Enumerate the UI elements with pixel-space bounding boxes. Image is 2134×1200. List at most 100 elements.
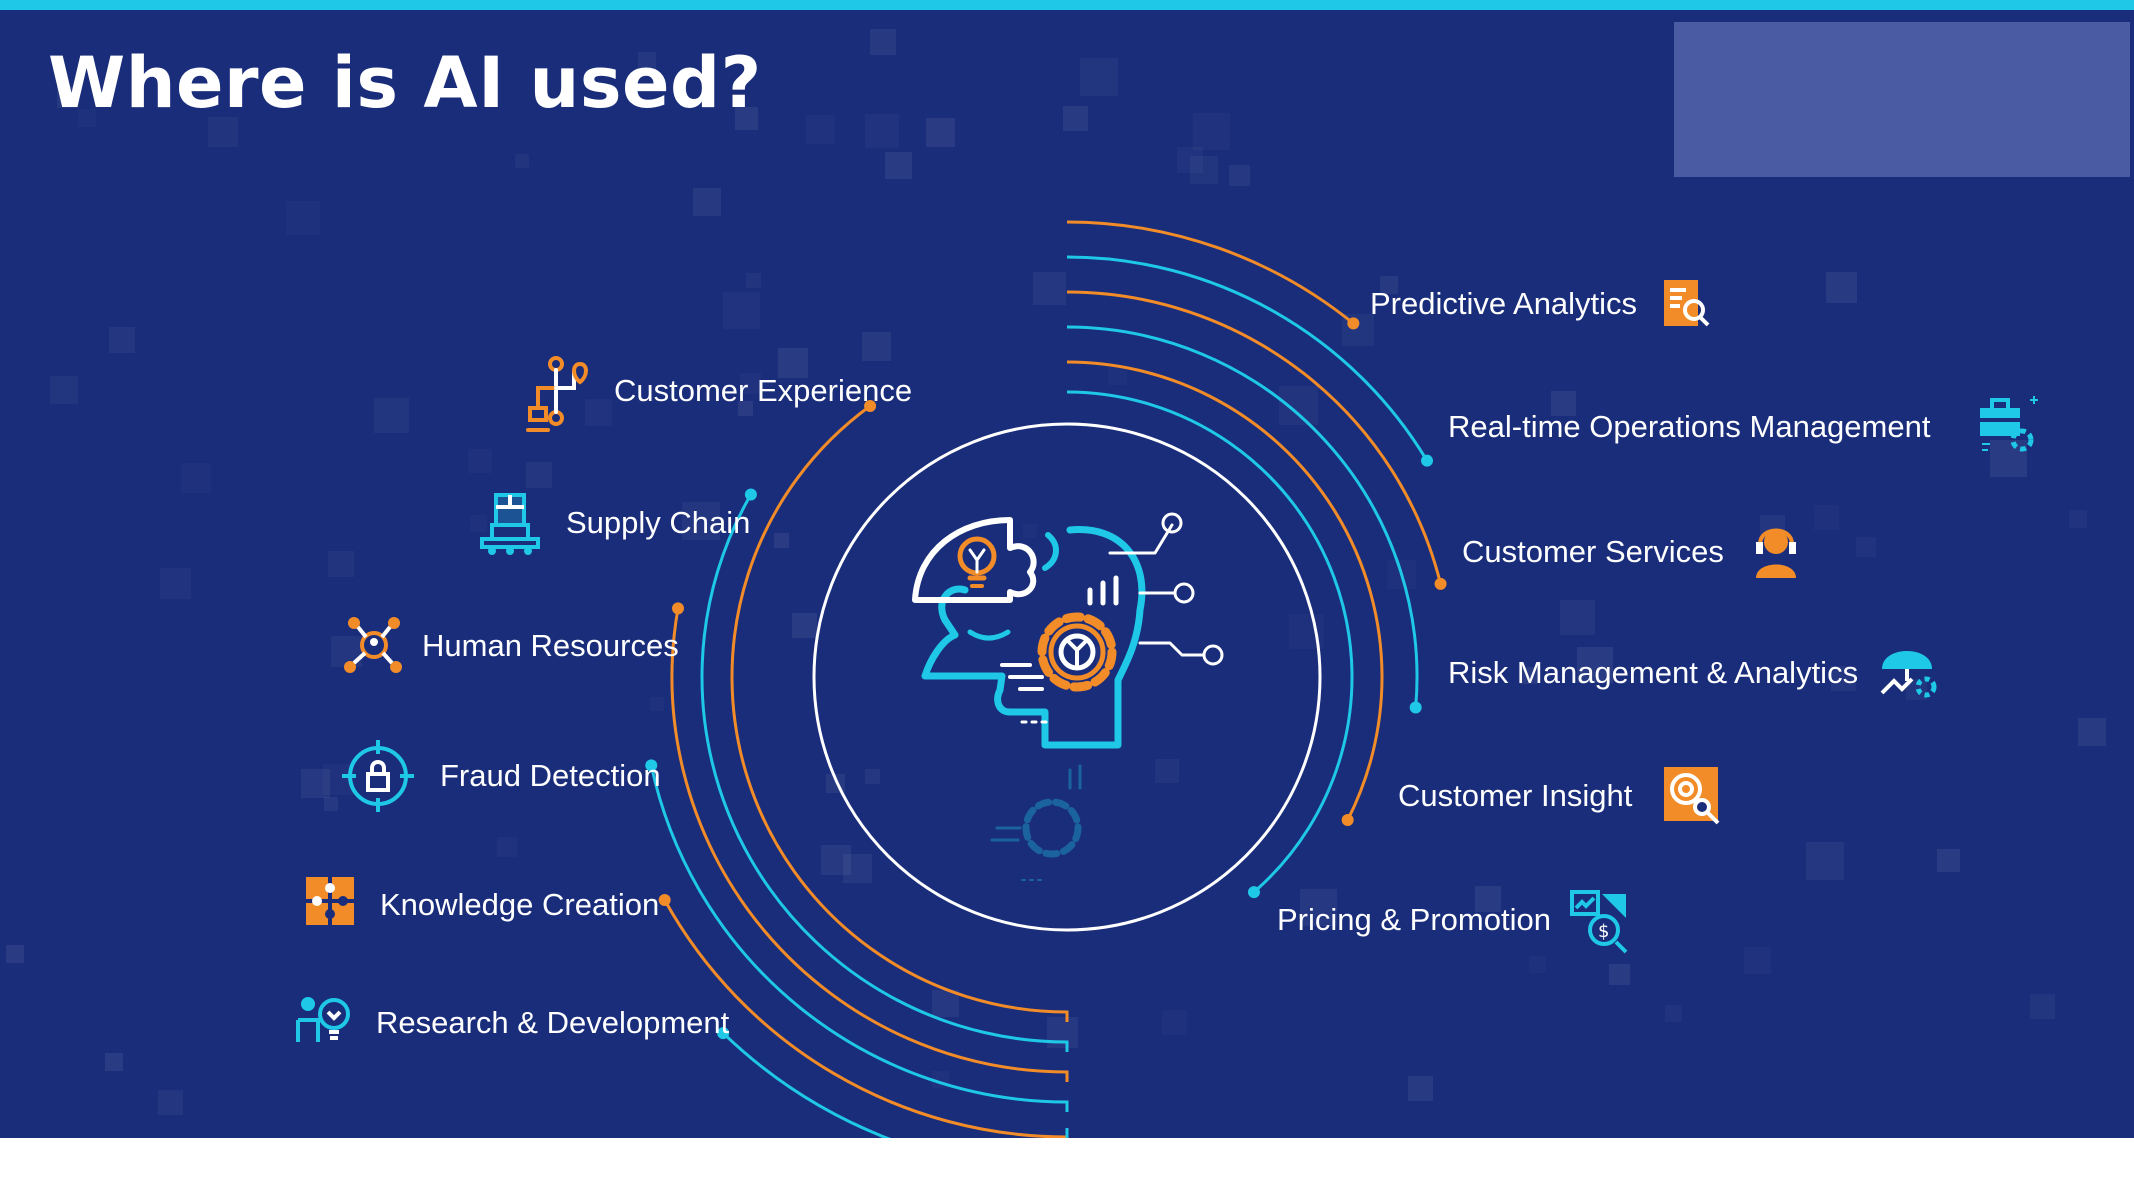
image-placeholder <box>1674 22 2130 177</box>
label-predictive-analytics: Predictive Analytics <box>1370 286 1638 321</box>
background-tile <box>2030 994 2055 1019</box>
background-tile <box>1551 391 1576 416</box>
background-tile <box>374 398 409 433</box>
arc-left-4-endpoint <box>645 759 658 772</box>
workflow-icon <box>526 356 588 432</box>
arc-left-2-endpoint <box>744 488 757 501</box>
background-tile <box>1063 106 1088 131</box>
background-tile <box>778 348 808 378</box>
background-tile <box>821 845 851 875</box>
background-tile <box>1300 889 1337 926</box>
arc-left-6-endpoint <box>717 1027 730 1040</box>
connector-arcs <box>645 220 1447 1138</box>
background-tile <box>1990 440 2027 477</box>
umbrella-gear-icon <box>1880 651 1937 698</box>
background-tile <box>792 613 817 638</box>
ai-head-puzzle-gear-icon <box>912 512 1224 881</box>
background-tile <box>158 1090 183 1115</box>
puzzle-icon <box>306 877 354 925</box>
arc-left-2 <box>700 493 1069 1052</box>
background-tile <box>638 52 656 70</box>
arc-right-5 <box>1066 360 1384 821</box>
label-customer-insight: Customer Insight <box>1398 778 1633 813</box>
arc-right-2 <box>1066 255 1429 462</box>
arc-left-5 <box>663 899 1069 1138</box>
background-tile <box>932 990 959 1017</box>
arc-left-1-endpoint <box>864 399 877 412</box>
svg-text:$: $ <box>1598 921 1609 942</box>
center-circle <box>812 422 1322 932</box>
conveyor-box-icon <box>480 493 540 555</box>
arc-right-3-endpoint <box>1434 577 1447 590</box>
background-tile <box>1520 667 1537 684</box>
slide-canvas: Where is AI used? <box>0 0 2134 1138</box>
background-tile <box>1937 849 1960 872</box>
label-research-development: Research & Development <box>376 1005 730 1040</box>
background-tile <box>301 769 330 798</box>
briefcase-gear-icon <box>1980 396 2038 452</box>
background-tile <box>693 188 721 216</box>
target-person-icon <box>1664 767 1720 825</box>
background-tile-pattern <box>6 29 2106 1115</box>
background-tile <box>1831 666 1856 691</box>
background-tile <box>1826 272 1857 303</box>
background-tile <box>774 533 789 548</box>
arc-left-6 <box>722 1031 1069 1138</box>
background-tile <box>1475 886 1501 912</box>
background-tile <box>109 327 135 353</box>
team-network-icon <box>344 617 402 673</box>
headset-agent-icon <box>1756 528 1796 578</box>
page-title: Where is AI used? <box>48 42 762 124</box>
arc-right-2-endpoint <box>1421 454 1434 467</box>
person-lightbulb-icon <box>296 997 350 1042</box>
background-tile <box>926 118 955 147</box>
background-tile <box>1380 276 1398 294</box>
arc-left-4 <box>649 765 1069 1112</box>
background-tile <box>1033 272 1066 305</box>
background-tile <box>6 945 24 963</box>
background-tile <box>1190 156 1218 184</box>
arc-right-4 <box>1066 325 1419 708</box>
background-tile <box>1806 842 1844 880</box>
label-risk-management: Risk Management & Analytics <box>1448 655 1859 690</box>
background-tile <box>738 401 753 416</box>
arc-left-1 <box>730 404 1069 1022</box>
arc-right-1 <box>1066 220 1355 325</box>
top-accent-bar <box>0 0 2134 10</box>
arc-right-6-endpoint <box>1247 886 1260 899</box>
label-pricing-promotion: Pricing & Promotion <box>1277 902 1551 937</box>
arc-right-5-endpoint <box>1341 814 1354 827</box>
arc-right-4-endpoint <box>1409 701 1422 714</box>
label-knowledge-creation: Knowledge Creation <box>380 887 660 922</box>
background-tile <box>324 797 338 811</box>
arc-left-5-endpoint <box>658 894 671 907</box>
background-tile <box>865 769 880 784</box>
background-tile <box>105 1053 123 1071</box>
background-tile <box>870 29 896 55</box>
pricing-chart-icon: $ <box>1570 890 1628 954</box>
target-lock-icon <box>342 740 414 812</box>
background-tile <box>885 152 912 179</box>
background-tile <box>526 462 552 488</box>
label-customer-services: Customer Services <box>1462 534 1724 569</box>
arc-left-3 <box>670 608 1069 1082</box>
ai-uses-diagram: $ <box>296 220 2038 1138</box>
background-tile <box>2078 718 2106 746</box>
background-tile <box>1560 600 1595 635</box>
label-customer-experience: Customer Experience <box>614 373 913 408</box>
label-realtime-operations: Real-time Operations Management <box>1448 409 1931 444</box>
background-tile <box>57 86 79 108</box>
background-tile <box>682 502 720 540</box>
background-tile <box>1229 165 1250 186</box>
background-tile <box>1577 647 1613 683</box>
report-search-icon <box>1664 280 1710 327</box>
arc-left-3-endpoint <box>672 602 685 615</box>
arc-right-6 <box>1066 390 1354 894</box>
arc-right-1-endpoint <box>1347 317 1360 330</box>
label-fraud-detection: Fraud Detection <box>440 758 661 793</box>
background-tile <box>843 854 872 883</box>
background-tile <box>1609 964 1630 985</box>
background-tile <box>862 332 891 361</box>
label-human-resources: Human Resources <box>422 628 679 663</box>
arc-right-3 <box>1066 290 1443 585</box>
